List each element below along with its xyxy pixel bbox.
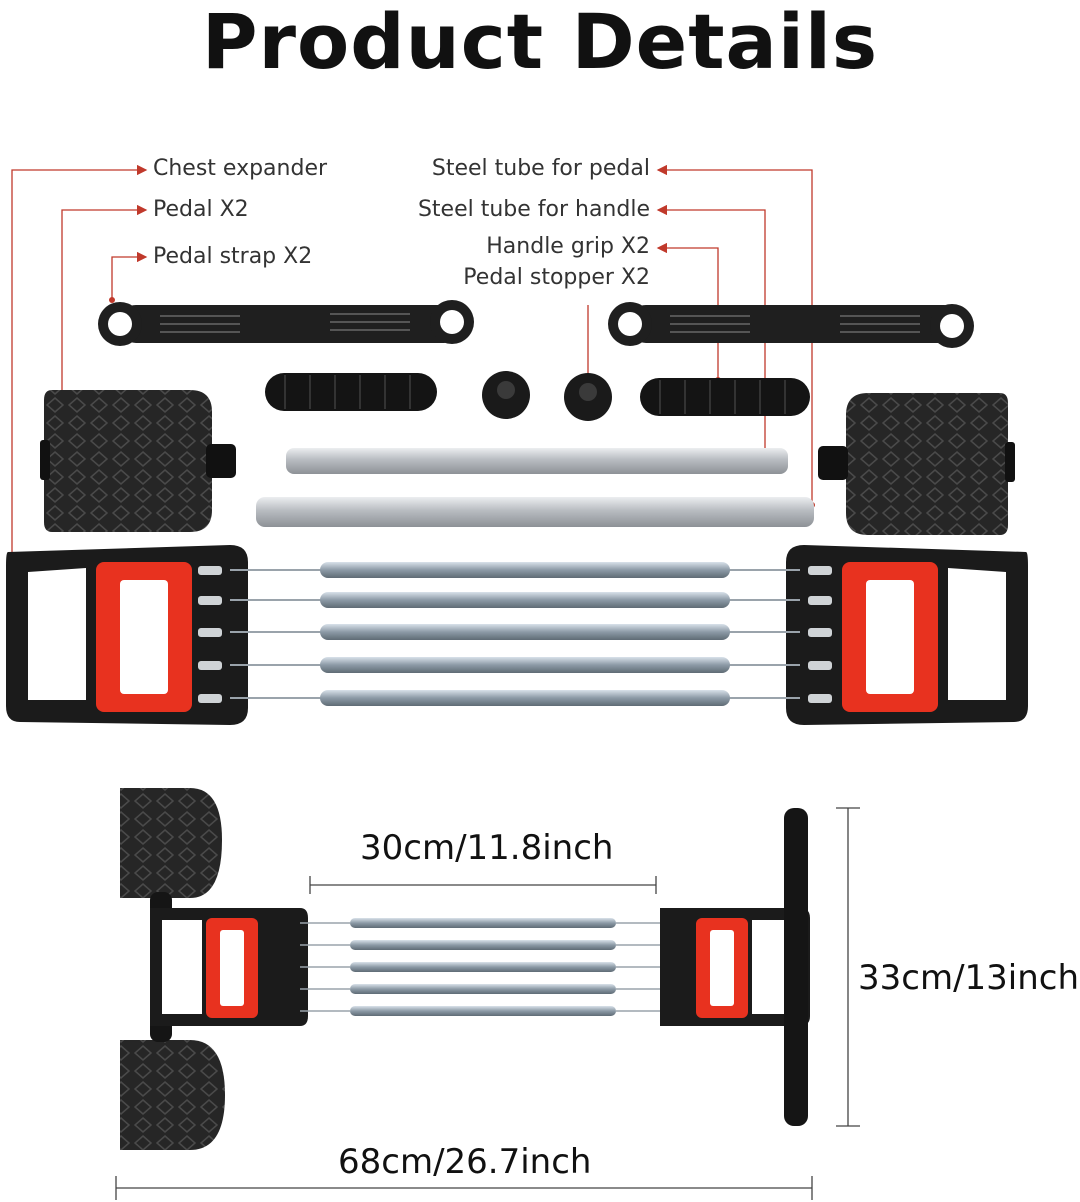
pedal-stopper-left xyxy=(482,371,530,419)
dimension-lines xyxy=(115,807,860,1200)
label-steel-tube-pedal: Steel tube for pedal xyxy=(431,156,650,181)
steel-tube-pedal xyxy=(256,497,814,527)
springs-bottom xyxy=(300,918,660,1016)
leader-lines-left xyxy=(11,164,148,560)
dimension-total-length: 68cm/26.7inch xyxy=(338,1142,592,1182)
assembled-product xyxy=(120,788,810,1150)
label-handle-grip: Handle grip X2 xyxy=(486,234,650,259)
label-pedal-strap: Pedal strap X2 xyxy=(153,244,313,269)
label-chest-expander: Chest expander xyxy=(153,156,328,181)
pedal-left xyxy=(40,390,236,532)
label-pedal: Pedal X2 xyxy=(153,197,249,222)
handle-grip-left xyxy=(265,373,437,411)
steel-tube-handle xyxy=(286,448,788,474)
label-steel-tube-handle: Steel tube for handle xyxy=(417,197,650,222)
dimension-height: 33cm/13inch xyxy=(858,958,1080,998)
dimension-spring-length: 30cm/11.8inch xyxy=(360,828,614,868)
pedal-right xyxy=(818,393,1015,535)
pedal-strap-left xyxy=(98,300,474,346)
page-title: Product Details xyxy=(201,0,879,86)
label-pedal-stopper: Pedal stopper X2 xyxy=(463,265,650,290)
chest-expander xyxy=(6,545,1028,725)
pedal-strap-right xyxy=(608,302,974,348)
handle-bar xyxy=(784,808,808,1126)
springs-top xyxy=(230,562,800,706)
pedal-stopper-right xyxy=(564,373,612,421)
handle-grip-right xyxy=(640,378,810,416)
